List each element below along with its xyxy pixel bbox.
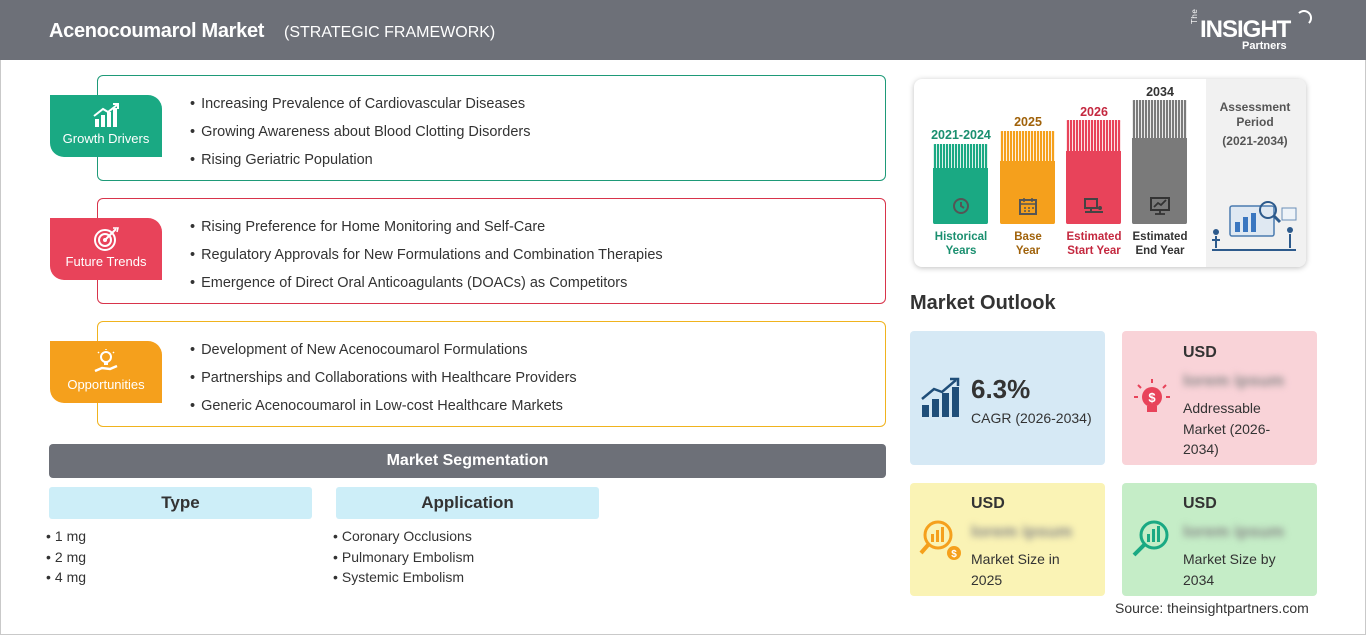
page-subtitle: (STRATEGIC FRAMEWORK) [284,24,496,41]
list-item: Development of New Acenocoumarol Formula… [190,340,577,368]
list-item: 1 mg [46,526,86,547]
bar [1066,120,1121,224]
list-item: Regulatory Approvals for New Formulation… [190,245,663,273]
opportunities-label: Opportunities [67,377,145,392]
bar-chart-rising-icon [93,103,119,127]
magnifier-chart-icon [1132,520,1169,557]
currency-label: USD [1183,344,1217,361]
lightbulb-dollar-icon: $ [1134,379,1170,412]
target-icon [94,227,119,251]
masked-value: lorem ipsum [1183,522,1285,541]
type-list: 1 mg 2 mg 4 mg [46,526,86,588]
timeline-year: 2026 [1080,105,1108,119]
logo-sub: Partners [1242,40,1287,52]
growth-drivers-list: Increasing Prevalence of Cardiovascular … [190,94,530,178]
masked-value: lorem ipsum [971,522,1073,541]
list-item: 4 mg [46,567,86,588]
list-item: 2 mg [46,547,86,568]
list-item: Coronary Occlusions [333,526,474,547]
logo-main: INSIGHT [1200,16,1291,43]
currency-label: USD [1183,495,1217,512]
assessment-label: Assessment Period [1219,100,1291,129]
monitor-chart-icon [1150,197,1170,215]
source-credit: Source: theinsightpartners.com [1115,600,1309,616]
opportunities-badge: Opportunities [50,341,162,403]
outlook-title: Market Outlook [910,292,1056,314]
list-item: Rising Geriatric Population [190,150,530,178]
cagr-label: CAGR (2026-2034) [971,410,1092,426]
magnifier-dollar-icon: $ [919,520,961,560]
bar [1132,100,1187,224]
opportunities-box: Development of New Acenocoumarol Formula… [97,321,886,427]
list-item: Growing Awareness about Blood Clotting D… [190,122,530,150]
growth-chart-icon [921,377,960,417]
future-trends-label: Future Trends [65,254,147,269]
application-list: Coronary Occlusions Pulmonary Embolism S… [333,526,474,588]
type-header: Type [49,487,312,519]
timeline-year: 2025 [1014,115,1042,129]
timeline-year: 2021-2024 [931,128,991,142]
logo-the: The [1190,8,1199,24]
bar [1000,131,1055,224]
future-trends-list: Rising Preference for Home Monitoring an… [190,217,663,301]
application-header: Application [336,487,599,519]
segmentation-title: Market Segmentation [49,444,886,478]
cagr-card: CAGR (2026-2034) [910,331,1105,465]
cagr-value: 6.3% [971,374,1031,404]
list-item: Partnerships and Collaborations with Hea… [190,368,577,396]
logo-arc-icon [1296,10,1312,26]
history-icon [953,198,969,214]
growth-drivers-badge: Growth Drivers [50,95,162,157]
svg-text:$: $ [1148,390,1156,405]
list-item: Increasing Prevalence of Cardiovascular … [190,94,530,122]
svg-text:$: $ [951,549,957,560]
opportunities-list: Development of New Acenocoumarol Formula… [190,340,577,424]
hand-lightbulb-icon [94,349,118,373]
growth-drivers-box: Increasing Prevalence of Cardiovascular … [97,75,886,181]
list-item: Rising Preference for Home Monitoring an… [190,217,663,245]
growth-drivers-label: Growth Drivers [62,131,150,146]
currency-label: USD [971,495,1005,512]
bar [933,144,988,224]
future-trends-box: Rising Preference for Home Monitoring an… [97,198,886,304]
calendar-icon [1019,198,1037,215]
page-title: Acenocoumarol Market [49,20,265,42]
assessment-period: Assessment Period (2021-2034) [1210,100,1300,149]
list-item: Pulmonary Embolism [333,547,474,568]
assessment-years: (2021-2034) [1222,134,1288,148]
masked-value: lorem ipsum [1183,371,1285,390]
list-item: Generic Acenocoumarol in Low-cost Health… [190,396,577,424]
insight-partners-logo[interactable]: The INSIGHT Partners [1190,8,1320,54]
presentation-icon [1084,198,1103,213]
header-bar: Acenocoumarol Market (STRATEGIC FRAMEWOR… [0,0,1366,60]
analytics-illustration-icon [1212,201,1297,251]
list-item: Systemic Embolism [333,567,474,588]
list-item: Emergence of Direct Oral Anticoagulants … [190,273,663,301]
future-trends-badge: Future Trends [50,218,162,280]
timeline-year: 2034 [1146,85,1174,99]
